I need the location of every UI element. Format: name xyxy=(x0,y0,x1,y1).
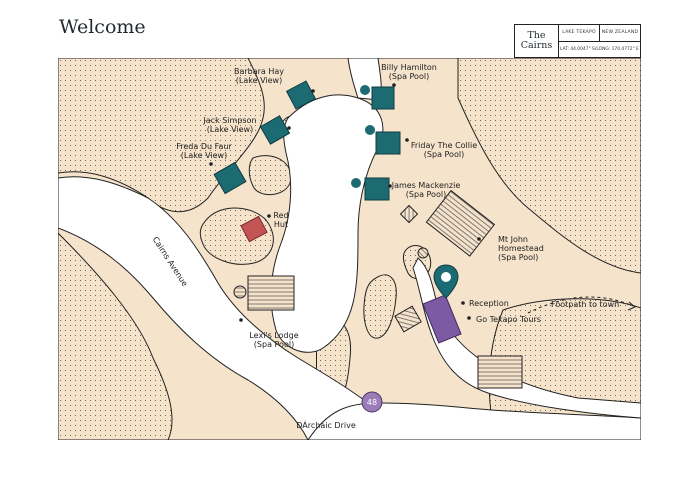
footpath-line xyxy=(527,296,634,314)
cabin-friday-the-collie xyxy=(375,131,401,155)
brand-line-2: Cairns xyxy=(520,40,553,51)
dotted-area-bottom-left xyxy=(58,232,173,440)
road-number-text: 48 xyxy=(367,398,377,407)
road-central-loop xyxy=(270,94,384,353)
label-billy-hamilton-2: (Spa Pool) xyxy=(389,72,429,81)
label-barbara-hay-2: (Lake View) xyxy=(236,76,282,85)
dotted-area-top-left xyxy=(58,58,265,213)
label-red-hut-1: Red xyxy=(273,211,288,220)
cabin-jack-simpson xyxy=(259,115,291,145)
label-jack-simpson-2: (Lake View) xyxy=(207,125,253,134)
label-friday-the-collie-1: Friday The Collie xyxy=(411,141,477,150)
spa-pool-lexi xyxy=(233,285,247,299)
label-friday-the-collie-2: (Spa Pool) xyxy=(424,150,464,159)
label-jack-simpson-1: Jack Simpson xyxy=(202,116,256,125)
label-go-tekapo: Go Tekapo Tours xyxy=(476,315,541,324)
spa-pool-mtjohn xyxy=(417,247,429,259)
label-footpath: Footpath to town xyxy=(551,300,619,309)
map-pin-icon[interactable] xyxy=(433,264,459,299)
label-freda-du-faur-1: Freda Du Faur xyxy=(176,142,232,151)
dotted-blob-3 xyxy=(248,155,292,196)
resort-map: 48 Barbara Hay (Lake View) Billy Hamilto… xyxy=(58,58,641,440)
building-small-diamond xyxy=(399,204,419,224)
location-text: LAKE TEKAPO xyxy=(559,25,600,41)
brand-line-1: The xyxy=(527,30,546,41)
label-billy-hamilton-1: Billy Hamilton xyxy=(381,63,437,72)
building-lexis-lodge xyxy=(247,275,295,311)
cabin-barbara-hay xyxy=(285,80,317,110)
red-hut-building xyxy=(240,215,268,243)
spa-pool-james xyxy=(351,178,361,188)
building-shed xyxy=(394,305,422,333)
label-mt-john-1: Mt John xyxy=(498,235,528,244)
label-reception: Reception xyxy=(469,299,509,308)
footpath-arrow-icon xyxy=(627,301,636,311)
info-box: The Cairns LAKE TEKAPO NEW ZEALAND LAT: … xyxy=(514,24,641,58)
label-james-mackenzie-2: (Spa Pool) xyxy=(406,190,446,199)
cabin-james-mackenzie xyxy=(364,177,390,201)
label-barbara-hay-1: Barbara Hay xyxy=(234,67,284,76)
label-mt-john-3: (Spa Pool) xyxy=(498,253,538,262)
cabin-freda-du-faur xyxy=(213,161,247,195)
label-dots xyxy=(209,83,481,322)
dotted-blob-7 xyxy=(363,274,397,339)
label-freda-du-faur-2: (Lake View) xyxy=(181,151,227,160)
building-garage xyxy=(477,355,523,389)
spa-pool-friday xyxy=(365,125,375,135)
label-lexis-lodge-2: (Spa Pool) xyxy=(254,340,294,349)
reception-building xyxy=(422,294,462,344)
dotted-area-top-right xyxy=(457,58,641,274)
country-text: NEW ZEALAND xyxy=(601,30,639,36)
label-mt-john-2: Homestead xyxy=(498,244,544,253)
info-meta: LAKE TEKAPO NEW ZEALAND LAT: 44.0047° S/… xyxy=(559,25,640,57)
label-lexis-lodge-1: Lexi's Lodge xyxy=(249,331,298,340)
cabin-billy-hamilton xyxy=(371,86,395,110)
coordinates-text: LAT: 44.0047° S/LONG: 170.4772° E xyxy=(560,46,639,52)
label-james-mackenzie-1: James Mackenzie xyxy=(391,181,461,190)
road-archaic-drive xyxy=(307,402,641,440)
spa-pool-billy xyxy=(360,85,370,95)
label-red-hut-2: Hut xyxy=(274,220,288,229)
page-title: Welcome xyxy=(59,16,146,38)
road-cairns-avenue xyxy=(58,176,369,440)
road-number-badge: 48 xyxy=(361,391,383,413)
brand-logo: The Cairns xyxy=(515,25,559,57)
label-archaic-drive: DÁrchaic Drive xyxy=(296,419,356,430)
